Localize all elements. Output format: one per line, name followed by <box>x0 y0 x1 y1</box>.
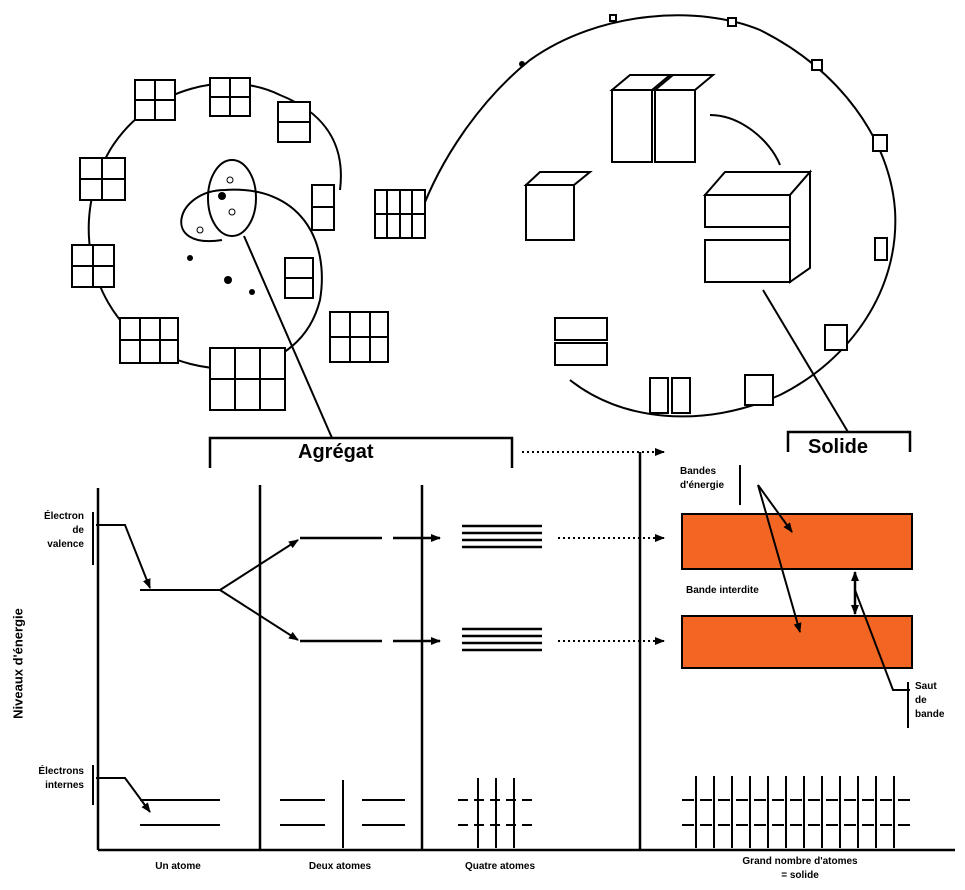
saut-label: Saut de bande <box>915 680 944 722</box>
cage-1 <box>135 80 175 120</box>
agregat-title: Agrégat <box>298 441 374 464</box>
solid-internal-levels <box>682 776 912 848</box>
block-small-4 <box>873 135 887 151</box>
cage-9 <box>120 318 178 363</box>
cage-11 <box>210 348 285 410</box>
cage-3 <box>278 102 310 142</box>
two-atoms-levels <box>280 538 440 848</box>
bandes-label: Bandes d'énergie <box>680 465 724 493</box>
column-label-two-atoms: Deux atomes <box>280 860 400 874</box>
saut-label-line-3: bande <box>915 708 944 722</box>
column-label-solid-line-1: Grand nombre d'atomes <box>700 855 900 869</box>
cage-8 <box>285 258 313 298</box>
four-atoms-levels <box>458 526 664 848</box>
solid-blocks <box>526 15 887 413</box>
column-label-solid: Grand nombre d'atomes = solide <box>700 855 900 883</box>
block-small-7 <box>610 15 616 21</box>
valence-label-line-1: Électron <box>10 510 84 524</box>
bandes-label-line-1: Bandes <box>680 465 724 479</box>
block-split-large <box>705 172 810 282</box>
valence-label: Électron de valence <box>10 510 84 552</box>
column-label-one-atom: Un atome <box>118 860 238 874</box>
block-small-3 <box>875 238 887 260</box>
leader-solide <box>763 290 848 432</box>
internes-label-line-2: internes <box>10 779 84 793</box>
block-small-2 <box>825 325 847 350</box>
block-small-1 <box>745 375 773 405</box>
cage-10 <box>330 312 388 362</box>
column-label-four-atoms: Quatre atomes <box>440 860 560 874</box>
column-dividers <box>98 452 640 850</box>
cage-4 <box>80 158 125 200</box>
saut-label-line-1: Saut <box>915 680 944 694</box>
inner-arrow-arc <box>710 115 780 165</box>
one-atom-levels <box>96 525 298 825</box>
molecule-highlight-ellipse <box>208 160 256 236</box>
cage-5 <box>312 185 334 230</box>
block-split-top <box>612 75 713 162</box>
block-bottom <box>650 378 690 413</box>
solide-title: Solide <box>808 436 868 459</box>
column-label-solid-line-2: = solide <box>700 869 900 883</box>
internes-label: Électrons internes <box>10 765 84 793</box>
bande-interdite-label: Bande interdite <box>686 584 759 598</box>
upper-energy-band <box>682 514 912 569</box>
valence-label-line-2: de <box>10 524 84 538</box>
block-small-6 <box>728 18 736 26</box>
block-stack-left <box>555 318 607 365</box>
valence-label-line-3: valence <box>10 538 84 552</box>
block-small-5 <box>812 60 822 70</box>
saut-label-line-2: de <box>915 694 944 708</box>
cage-7 <box>375 190 425 238</box>
internes-label-line-1: Électrons <box>10 765 84 779</box>
cage-6 <box>72 245 114 287</box>
cage-2 <box>210 78 250 116</box>
block-left <box>526 172 590 240</box>
y-axis-label: Niveaux d'énergie <box>11 604 26 724</box>
bandes-label-line-2: d'énergie <box>680 479 724 493</box>
